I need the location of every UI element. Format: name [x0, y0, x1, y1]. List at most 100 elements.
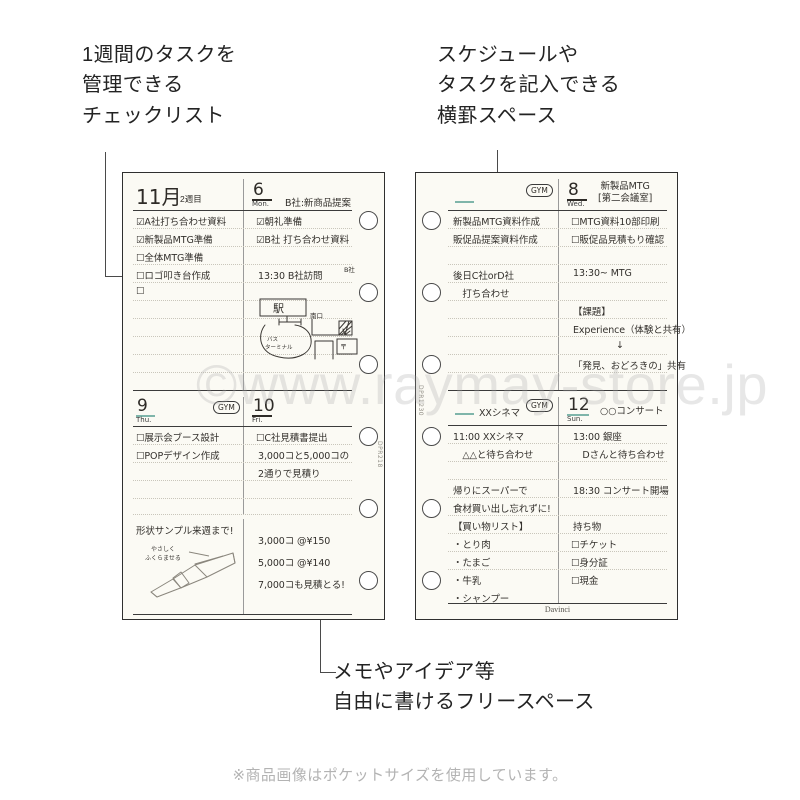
checkbox-empty[interactable]: ☐	[136, 271, 145, 282]
day-of-week: Mon.	[252, 200, 269, 208]
ruling-line	[133, 300, 352, 301]
planner-page-left: DPR218 11月 2週目 6 Mon. B社:新商品提案	[122, 172, 385, 620]
day-note: XXシネマ	[479, 408, 521, 419]
ruling-line	[448, 443, 667, 444]
task-item: 後日C社orD社	[453, 271, 514, 282]
task-item[interactable]: ☐	[136, 286, 145, 297]
task-item[interactable]: ☐全体MTG準備	[136, 253, 204, 264]
checkbox-empty[interactable]: ☐	[136, 253, 145, 264]
ruling-line	[448, 318, 667, 319]
task-item[interactable]: ☐現金	[571, 576, 599, 587]
ruling-line	[133, 318, 352, 319]
task-item[interactable]: ☑B社 打ち合わせ資料	[256, 235, 350, 246]
ruling-line	[133, 498, 352, 499]
ruling-line	[133, 444, 352, 445]
note-line: 3,000コと5,000コの	[258, 451, 350, 462]
memo-line: 5,000コ @¥140	[258, 558, 331, 569]
planner-page-right: DPR1230 GYM 8 Wed. 新製品MTG [第二会議室]	[415, 172, 691, 620]
block-divider	[557, 179, 559, 391]
page-code-right: DPR1230	[417, 385, 424, 417]
page-code-left: DPR218	[376, 441, 383, 468]
day-underline	[252, 415, 272, 417]
task-item[interactable]: ☐MTG資料10部印刷	[571, 217, 660, 228]
week-label: 2週目	[180, 194, 202, 204]
schedule-entry: Dさんと待ち合わせ	[573, 450, 665, 461]
ruling-line	[448, 497, 667, 498]
block-divider	[242, 397, 244, 515]
ring-hole	[359, 499, 378, 518]
checkbox-empty[interactable]: ☐	[571, 235, 580, 246]
ruling-line	[448, 246, 667, 247]
arrow-glyph: ↓	[616, 340, 624, 351]
checkbox-checked[interactable]: ☑	[256, 235, 265, 246]
memo-line: 7,000コも見積とる!	[258, 580, 345, 591]
block-bottom-rule	[133, 390, 352, 391]
schedule-entry: 13:30 B社訪問	[258, 271, 323, 282]
checkbox-checked[interactable]: ☑	[136, 217, 145, 228]
note-line: 2通りで見積り	[258, 469, 321, 480]
ruling-line	[448, 515, 667, 516]
day-number: 9	[137, 396, 148, 416]
memo-line: 「発見、おどろきの」共有	[573, 361, 686, 372]
checkbox-empty[interactable]: ☐	[136, 433, 145, 444]
day-note: B社:新商品提案	[285, 198, 351, 209]
checkbox-checked[interactable]: ☑	[136, 235, 145, 246]
task-item: 販促品提案資料作成	[453, 235, 538, 246]
svg-text:駅: 駅	[273, 302, 284, 315]
day-number: 8	[568, 180, 579, 200]
task-item[interactable]: ☐身分証	[571, 558, 608, 569]
svg-text:〒: 〒	[340, 343, 347, 351]
schedule-entry-superscript: B社	[344, 266, 355, 274]
callout-checklist: 1週間のタスクを 管理できる チェックリスト	[82, 44, 237, 127]
brand-rule	[448, 603, 667, 604]
ruling-line	[448, 533, 667, 534]
ring-hole	[359, 571, 378, 590]
ring-hole	[422, 355, 441, 374]
checkbox-empty[interactable]: ☐	[136, 286, 145, 297]
task-item[interactable]: ☐C社見積書提出	[256, 433, 328, 444]
header-rule	[448, 425, 667, 426]
ring-hole	[422, 427, 441, 446]
svg-text:南口: 南口	[310, 311, 323, 320]
task-item[interactable]: ☐ロゴ叩き台作成	[136, 271, 211, 282]
header-rule	[133, 426, 352, 427]
task-item[interactable]: ☐チケット	[571, 540, 618, 551]
checkbox-empty[interactable]: ☐	[571, 540, 580, 551]
task-item[interactable]: ☐展示会ブース設計	[136, 433, 220, 444]
block-divider	[242, 519, 244, 615]
ruling-line	[448, 282, 667, 283]
checkbox-empty[interactable]: ☐	[571, 576, 580, 587]
schedule-entry: △△と待ち合わせ	[453, 450, 534, 461]
task-item[interactable]: ☐販促品見積もり確認	[571, 235, 665, 246]
svg-text:ターミナル: ターミナル	[265, 343, 293, 351]
ruling-line	[448, 336, 667, 337]
checkbox-empty[interactable]: ☐	[136, 451, 145, 462]
checkbox-checked[interactable]: ☑	[256, 217, 265, 228]
task-item[interactable]: ☑朝礼準備	[256, 217, 303, 228]
day-underline	[567, 199, 587, 201]
ruling-line	[448, 228, 667, 229]
ruling-line	[133, 246, 352, 247]
task-item[interactable]: ☑新製品MTG準備	[136, 235, 213, 246]
day-of-week: Fri.	[252, 416, 263, 424]
day-note: 新製品MTG [第二会議室]	[598, 181, 653, 204]
teal-accent-mark	[455, 413, 474, 415]
page-bottom-rule	[133, 614, 352, 615]
checkbox-empty[interactable]: ☐	[571, 558, 580, 569]
ring-hole	[359, 427, 378, 446]
leader-line-left-vertical	[105, 152, 106, 276]
ring-hole	[422, 211, 441, 230]
task-item[interactable]: ☐POPデザイン作成	[136, 451, 220, 462]
callout-free-space: メモやアイデア等 自由に書けるフリースペース	[333, 661, 595, 714]
block-divider	[242, 179, 244, 391]
checkbox-empty[interactable]: ☐	[571, 217, 580, 228]
day-block-nov-mon6: 11月 2週目 6 Mon. B社:新商品提案	[133, 179, 358, 391]
brand-label: Davinci	[544, 605, 571, 614]
ruling-line	[448, 300, 667, 301]
day-underline	[252, 199, 272, 201]
list-item: ・シャンプー	[453, 594, 510, 605]
memo-line: 食材買い出し忘れずに!	[453, 504, 551, 515]
checkbox-empty[interactable]: ☐	[256, 433, 265, 444]
task-item[interactable]: ☑A社打ち合わせ資料	[136, 217, 227, 228]
ruling-line	[448, 479, 667, 480]
